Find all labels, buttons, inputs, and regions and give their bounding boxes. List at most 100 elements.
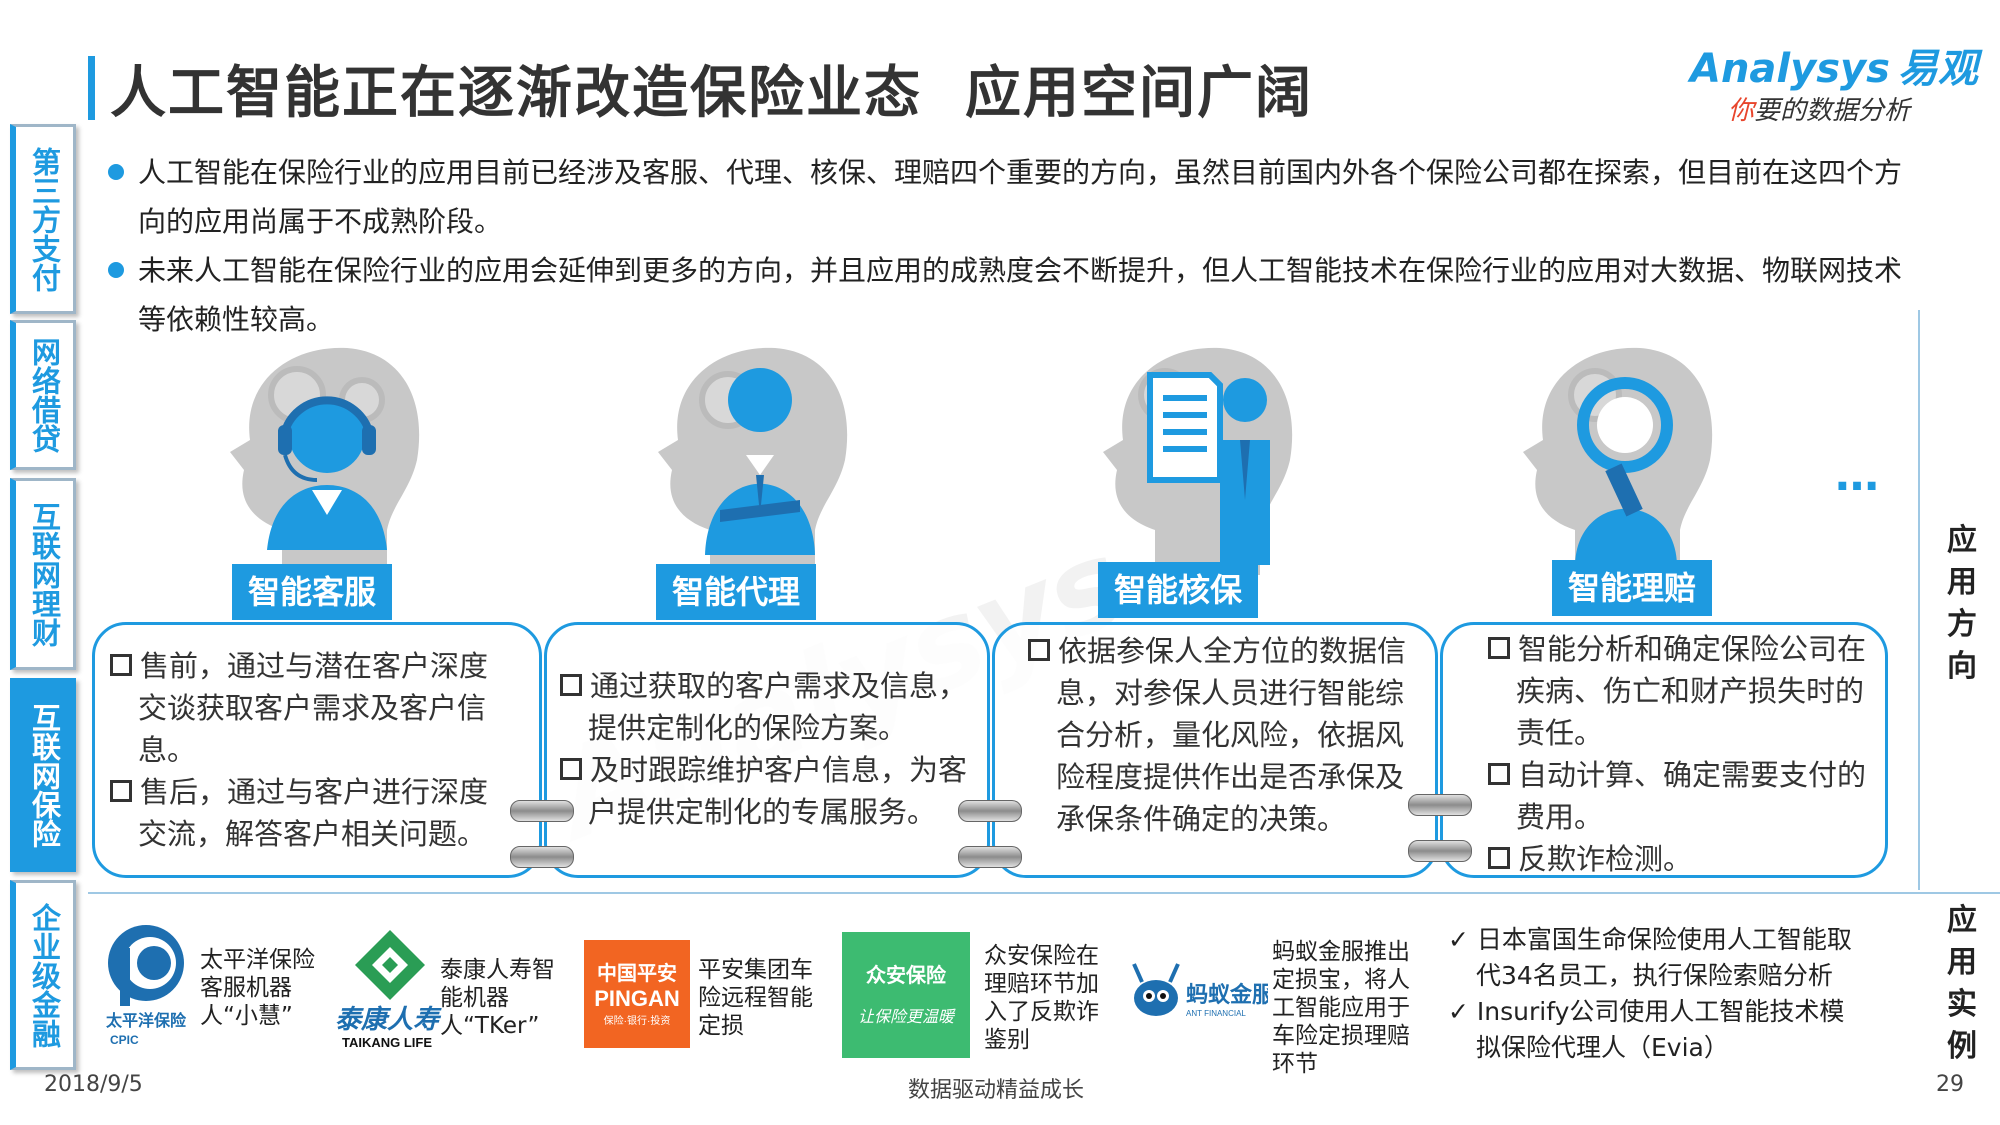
checkbox-icon xyxy=(1488,763,1510,785)
title-accent-bar xyxy=(88,56,95,120)
connector-ring-icon xyxy=(510,800,574,822)
panel-customer-service xyxy=(92,622,542,878)
list-item-text: 售后，通过与客户进行深度交流，解答客户相关问题。 xyxy=(138,775,489,851)
ant-financial-logo: 蚂蚁金服 ANT FINANCIAL xyxy=(1132,963,1268,1018)
label-smart-underwriting: 智能核保 xyxy=(1098,562,1259,618)
zhongan-logo-tagline: 让保险更温暖 xyxy=(858,1008,956,1026)
panel-text-underwriting: 依据参保人全方位的数据信息，对参保人员进行智能综合分析，量化风险，依据风险程度提… xyxy=(1028,630,1408,840)
list-item: 反欺诈检测。 xyxy=(1488,838,1873,880)
logo-cn: 易观 xyxy=(1897,46,1978,92)
label-smart-customer-service: 智能客服 xyxy=(232,564,393,620)
page-number: 29 xyxy=(1936,1072,1964,1097)
list-item: ✓ 日本富国生命保险使用人工智能取代34名员工，执行保险索赔分析 xyxy=(1448,922,1868,994)
logo-tagline: 你要的数据分析 xyxy=(1728,90,1910,127)
agent-head-icon xyxy=(658,347,848,575)
footer-date: 2018/9/5 xyxy=(44,1072,143,1097)
company-text-ant: 蚂蚁金服推出定损宝，将人工智能应用于车险定损理赔环节 xyxy=(1272,939,1410,1077)
connector-ring-icon xyxy=(1408,840,1472,862)
cpic-logo: 太平洋保险 CPIC xyxy=(105,925,187,1047)
side-label-directions: 应用方向 xyxy=(1947,523,1977,684)
panel-agent xyxy=(544,622,990,878)
check-icon: ✓ xyxy=(1448,925,1477,954)
divider-horizontal xyxy=(88,892,2000,894)
connector-ring-icon xyxy=(958,846,1022,868)
company-text-cpic: 太平洋保险客服机器人“小慧” xyxy=(200,947,315,1029)
pingan-logo-cn: 中国平安 xyxy=(597,961,677,985)
sidebar-item-enterprise-finance[interactable]: 企业级金融 xyxy=(10,880,76,1070)
logo-en: Analysys xyxy=(1690,46,1890,92)
company-text-taikang: 泰康人寿智能机器人“TKer” xyxy=(440,957,555,1039)
bullet-2: 未来人工智能在保险行业的应用会延伸到更多的方向，并且应用的成熟度会不断提升，但人… xyxy=(108,246,1928,344)
connector-ring-icon xyxy=(1408,794,1472,816)
customer-service-head-icon xyxy=(230,347,420,575)
pingan-logo-en: PINGAN xyxy=(594,986,680,1011)
logo-tagline-rest: 要的数据分析 xyxy=(1754,96,1911,126)
cpic-logo-en: CPIC xyxy=(110,1033,139,1047)
case-list: ✓ 日本富国生命保险使用人工智能取代34名员工，执行保险索赔分析 ✓ Insur… xyxy=(1448,922,1868,1066)
logo-tagline-prefix: 你 xyxy=(1728,96,1755,126)
panel-text-claims: 智能分析和确定保险公司在疾病、伤亡和财产损失时的责任。 自动计算、确定需要支付的… xyxy=(1488,628,1873,880)
cpic-logo-cn: 太平洋保险 xyxy=(105,1011,187,1030)
connector-ring-icon xyxy=(510,846,574,868)
sidebar-item-online-lending[interactable]: 网络借贷 xyxy=(10,320,76,470)
taikang-logo: 泰康人寿 TAIKANG LIFE xyxy=(335,930,442,1050)
panel-claims xyxy=(1440,622,1888,878)
list-item-text: 智能分析和确定保险公司在疾病、伤亡和财产损失时的责任。 xyxy=(1516,632,1867,750)
page-title: 人工智能正在逐渐改造保险业态 应用空间广阔 xyxy=(110,61,1313,126)
sidebar-item-internet-insurance[interactable]: 互联网保险 xyxy=(10,678,76,872)
footer-slogan: 数据驱动精益成长 xyxy=(908,1078,1085,1103)
checkbox-icon xyxy=(560,674,582,696)
bullet-dot xyxy=(108,164,124,180)
list-item-text: Insurify公司使用人工智能技术模拟保险代理人（Evia） xyxy=(1476,997,1845,1062)
sidebar-item-internet-wealth[interactable]: 互联网理财 xyxy=(10,478,76,670)
company-text-zhongan: 众安保险在理赔环节加入了反欺诈鉴别 xyxy=(984,943,1099,1053)
panel-text-agent: 通过获取的客户需求及信息，提供定制化的保险方案。 及时跟踪维护客户信息，为客户提… xyxy=(560,665,970,833)
check-icon: ✓ xyxy=(1448,997,1477,1026)
bullet-text: 未来人工智能在保险行业的应用会延伸到更多的方向，并且应用的成熟度会不断提升，但人… xyxy=(138,254,1903,336)
more-indicator: … xyxy=(1835,450,1885,501)
checkbox-icon xyxy=(560,758,582,780)
checkbox-icon xyxy=(1488,637,1510,659)
list-item-text: 依据参保人全方位的数据信息，对参保人员进行智能综合分析，量化风险，依据风险程度提… xyxy=(1056,634,1407,836)
zhongan-logo: 众安保险 让保险更温暖 xyxy=(842,932,970,1058)
list-item: 自动计算、确定需要支付的费用。 xyxy=(1488,754,1873,838)
list-item-text: 售前，通过与潜在客户深度交谈获取客户需求及客户信息。 xyxy=(138,649,489,767)
checkbox-icon xyxy=(110,654,132,676)
list-item-text: 及时跟踪维护客户信息，为客户提供定制化的专属服务。 xyxy=(588,753,968,829)
list-item: 及时跟踪维护客户信息，为客户提供定制化的专属服务。 xyxy=(560,749,970,833)
panel-underwriting xyxy=(992,622,1438,878)
label-smart-claims: 智能理赔 xyxy=(1552,560,1713,616)
sidebar-item-third-party-payment[interactable]: 第三方支付 xyxy=(10,124,76,314)
label-smart-agent: 智能代理 xyxy=(656,564,817,620)
panel-text-customer-service: 售前，通过与潜在客户深度交谈获取客户需求及客户信息。 售后，通过与客户进行深度交… xyxy=(110,645,515,855)
list-item: 通过获取的客户需求及信息，提供定制化的保险方案。 xyxy=(560,665,970,749)
divider-vertical xyxy=(1918,310,1920,890)
checkbox-icon xyxy=(1488,847,1510,869)
checkbox-icon xyxy=(110,780,132,802)
list-item-text: 反欺诈检测。 xyxy=(1518,842,1693,876)
company-text-pingan: 平安集团车险远程智能定损 xyxy=(698,957,813,1039)
taikang-logo-en: TAIKANG LIFE xyxy=(342,1035,432,1050)
bullet-dot xyxy=(108,262,124,278)
list-item: 智能分析和确定保险公司在疾病、伤亡和财产损失时的责任。 xyxy=(1488,628,1873,754)
list-item-text: 日本富国生命保险使用人工智能取代34名员工，执行保险索赔分析 xyxy=(1476,925,1852,990)
side-label-cases: 应用实例 xyxy=(1947,903,1977,1064)
ant-logo-cn: 蚂蚁金服 xyxy=(1186,982,1268,1007)
list-item-text: 通过获取的客户需求及信息，提供定制化的保险方案。 xyxy=(588,669,968,745)
list-item: ✓ Insurify公司使用人工智能技术模拟保险代理人（Evia） xyxy=(1448,994,1868,1066)
zhongan-logo-cn: 众安保险 xyxy=(866,963,947,987)
checkbox-icon xyxy=(1028,639,1050,661)
list-item: 售前，通过与潜在客户深度交谈获取客户需求及客户信息。 xyxy=(110,645,515,771)
taikang-logo-cn: 泰康人寿 xyxy=(335,1005,442,1034)
claims-head-icon xyxy=(1523,347,1713,575)
pingan-logo-tagline: 保险·银行·投资 xyxy=(604,1014,671,1027)
list-item-text: 自动计算、确定需要支付的费用。 xyxy=(1516,758,1867,834)
bullet-1: 人工智能在保险行业的应用目前已经涉及客服、代理、核保、理赔四个重要的方向，虽然目… xyxy=(108,148,1928,246)
bullet-text: 人工智能在保险行业的应用目前已经涉及客服、代理、核保、理赔四个重要的方向，虽然目… xyxy=(138,156,1903,238)
list-item: 依据参保人全方位的数据信息，对参保人员进行智能综合分析，量化风险，依据风险程度提… xyxy=(1028,630,1408,840)
underwriting-head-icon xyxy=(1103,347,1293,575)
list-item: 售后，通过与客户进行深度交流，解答客户相关问题。 xyxy=(110,771,515,855)
ant-logo-en: ANT FINANCIAL xyxy=(1186,1009,1246,1018)
connector-ring-icon xyxy=(958,800,1022,822)
